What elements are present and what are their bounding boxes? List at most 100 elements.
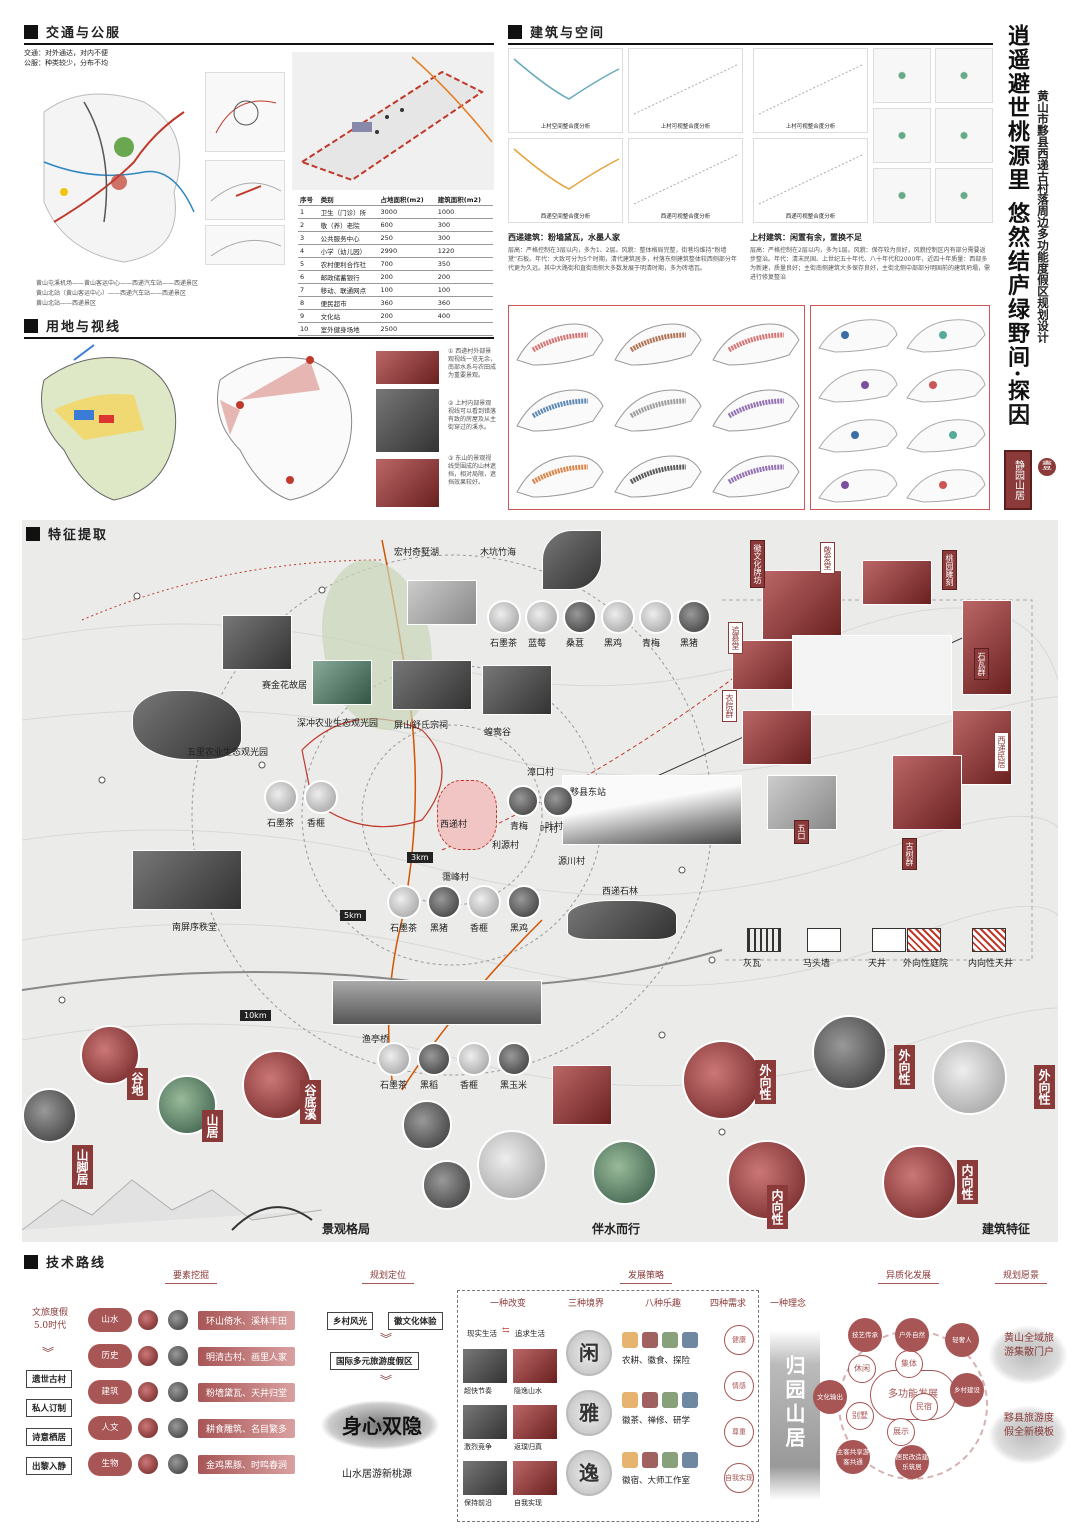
outward-circle-1 bbox=[682, 1040, 762, 1120]
product-photo-circle bbox=[264, 780, 298, 814]
diff-node: 别墅 bbox=[846, 1402, 874, 1430]
place-yuting: 渔亭桥 bbox=[362, 1035, 390, 1045]
traffic-route-1: 黄山屯溪机场——黄山客运中心——西递汽车站——西递景区 bbox=[36, 280, 199, 287]
tech-element-bubble: 生物 bbox=[88, 1452, 132, 1476]
diff-node: 展示 bbox=[887, 1418, 915, 1446]
tech-left-item: 出黎入静 bbox=[26, 1457, 73, 1475]
diff-node: 主客共享游客共通 bbox=[836, 1440, 870, 1474]
feature-brush-tag: 谷地 bbox=[127, 1068, 148, 1100]
space-syntax-chart: 上村空间整合度分析 bbox=[508, 48, 623, 133]
tech-arrow-icon: ︾ bbox=[42, 1346, 55, 1360]
tech-element-bubble: 建筑 bbox=[88, 1380, 132, 1404]
product-photo-circle bbox=[467, 885, 501, 919]
strategy-photo-label: 保持前沿 bbox=[464, 1499, 492, 1507]
section-marker-icon bbox=[26, 526, 40, 541]
table-cell: 9 bbox=[298, 309, 319, 323]
hall-photo bbox=[862, 560, 932, 605]
table-cell: 200 bbox=[435, 270, 493, 284]
distance-5km: 5km bbox=[340, 910, 366, 921]
tech-step-header: 规划定位 bbox=[362, 1266, 415, 1284]
village-thumbnail bbox=[935, 168, 993, 223]
table-cell: 360 bbox=[378, 296, 436, 310]
realm-circle: 雅 bbox=[566, 1390, 612, 1436]
place-saijin: 赛金花故居 bbox=[262, 681, 308, 691]
product-photo-circle bbox=[507, 785, 539, 817]
shangcun-arch-text: 层高：严格控制在2层以内，多为1层。风貌：保存较为良好，风貌控制区内有部分需要返… bbox=[750, 247, 991, 281]
diff-node: 户外自然 bbox=[895, 1318, 929, 1352]
strategy-photo-label: 激烈竞争 bbox=[464, 1443, 492, 1451]
table-cell: 300 bbox=[435, 231, 493, 245]
table-cell: 250 bbox=[378, 231, 436, 245]
section-landuse-header: 用地与视线 bbox=[24, 316, 494, 339]
space-syntax-plot bbox=[513, 58, 620, 100]
hongcun-lake-photo bbox=[407, 580, 477, 625]
product-label: 黑鸡 bbox=[510, 924, 529, 934]
traffic-inset-map-2 bbox=[205, 160, 285, 220]
village-thumbnail bbox=[873, 168, 931, 223]
vision-brush bbox=[988, 1405, 1068, 1465]
concept-head: 一种理念 bbox=[770, 1299, 807, 1309]
strategy-photo bbox=[512, 1460, 558, 1496]
strategy-photo-label: 隐逸山水 bbox=[514, 1387, 542, 1395]
product-label: 蓝莓 bbox=[528, 639, 547, 649]
traffic-inset-map-3 bbox=[205, 225, 285, 265]
feature-brush-tag: 山居 bbox=[202, 1110, 223, 1142]
title-seal: 静园山居 bbox=[1004, 450, 1032, 510]
product-label: 香榧 bbox=[460, 1081, 479, 1091]
arch-analysis-map bbox=[611, 376, 705, 438]
arch-analysis-map bbox=[709, 310, 803, 372]
facility-table-header: 建筑面积(m2) bbox=[435, 193, 493, 206]
table-cell: 3 bbox=[298, 231, 319, 245]
table-cell: 350 bbox=[435, 257, 493, 271]
strategy-photo-label: 返璞归真 bbox=[514, 1443, 542, 1451]
product-photo-circle bbox=[417, 1042, 451, 1076]
arch-element-icon bbox=[807, 928, 841, 952]
vision-text: 黄山全域旅游集散门户 bbox=[1004, 1333, 1054, 1358]
landuse-photo-2 bbox=[375, 388, 440, 453]
tech-element-desc: 耕食雕筑、名目繁多 bbox=[198, 1419, 296, 1438]
tech-step-header: 异质化发展 bbox=[878, 1266, 940, 1284]
table-cell: 农村便利合作社 bbox=[318, 257, 379, 271]
distance-3km: 3km bbox=[407, 852, 433, 863]
tech-element-desc: 明清古村、画里人家 bbox=[198, 1347, 296, 1366]
diff-node: 乡村建设 bbox=[950, 1373, 984, 1407]
positioning-brush bbox=[320, 1400, 440, 1450]
table-cell: 200 bbox=[378, 309, 436, 323]
tech-element-photo bbox=[136, 1452, 160, 1476]
traffic-route-2: 黄山北站（黄山客运中心）——西递汽车站——西递景区 bbox=[36, 290, 187, 297]
arch-analysis-map bbox=[903, 410, 988, 457]
place-xidi-forest: 西递石林 bbox=[602, 887, 639, 897]
strategy-photo bbox=[462, 1348, 508, 1384]
arch-feature-tag: 敬爱堂 bbox=[820, 542, 835, 574]
chart-caption: 上村可视整合度分析 bbox=[660, 124, 711, 130]
hall-2-photo bbox=[732, 640, 802, 690]
fun-activity-label: 徽宿、大师工作室 bbox=[622, 1476, 691, 1486]
space-syntax-chart: 西递可视整合度分析 bbox=[753, 138, 868, 223]
place-mukeng: 木坑竹海 bbox=[480, 548, 517, 558]
arch-analysis-map bbox=[513, 442, 607, 504]
arch-element-label: 内向性天井 bbox=[968, 959, 1014, 969]
arch-analysis-map bbox=[815, 460, 900, 507]
fun-activity-icon bbox=[622, 1392, 638, 1408]
title-bar: 逍遥避世桃源里 悠然结庐绿野间·探因 黄山市黟县西递古村落周边多功能度假区规划设… bbox=[998, 20, 1070, 520]
positioning-arrow-icon: ︾ bbox=[380, 1374, 393, 1388]
tech-element-photo bbox=[166, 1452, 190, 1476]
wuli-village-photo bbox=[132, 690, 242, 760]
vision-text: 黟县旅游度假全新模板 bbox=[1004, 1413, 1054, 1438]
product-label: 石墨茶 bbox=[267, 819, 295, 829]
section-architecture-header: 建筑与空间 bbox=[508, 22, 993, 45]
landuse-photo-3 bbox=[375, 458, 440, 508]
place-nanping: 南屏序秩堂 bbox=[172, 923, 218, 933]
table-cell: 600 bbox=[378, 218, 436, 232]
tech-left-item: 诗意栖居 bbox=[26, 1428, 73, 1446]
arch-feature-tag: 衣院群 bbox=[722, 690, 737, 722]
landuse-note-1: ① 西递村外部景观视线一览无余，南部水系与农田成为重要景观。 bbox=[448, 348, 497, 379]
arch-analysis-map bbox=[709, 442, 803, 504]
fun-activity-icon bbox=[682, 1332, 698, 1348]
strategy-head: 八种乐趣 bbox=[645, 1299, 682, 1309]
section-marker-icon bbox=[508, 24, 522, 39]
table-cell: 2990 bbox=[378, 244, 436, 258]
arch-feature-tag: 追慕堂 bbox=[728, 622, 743, 654]
